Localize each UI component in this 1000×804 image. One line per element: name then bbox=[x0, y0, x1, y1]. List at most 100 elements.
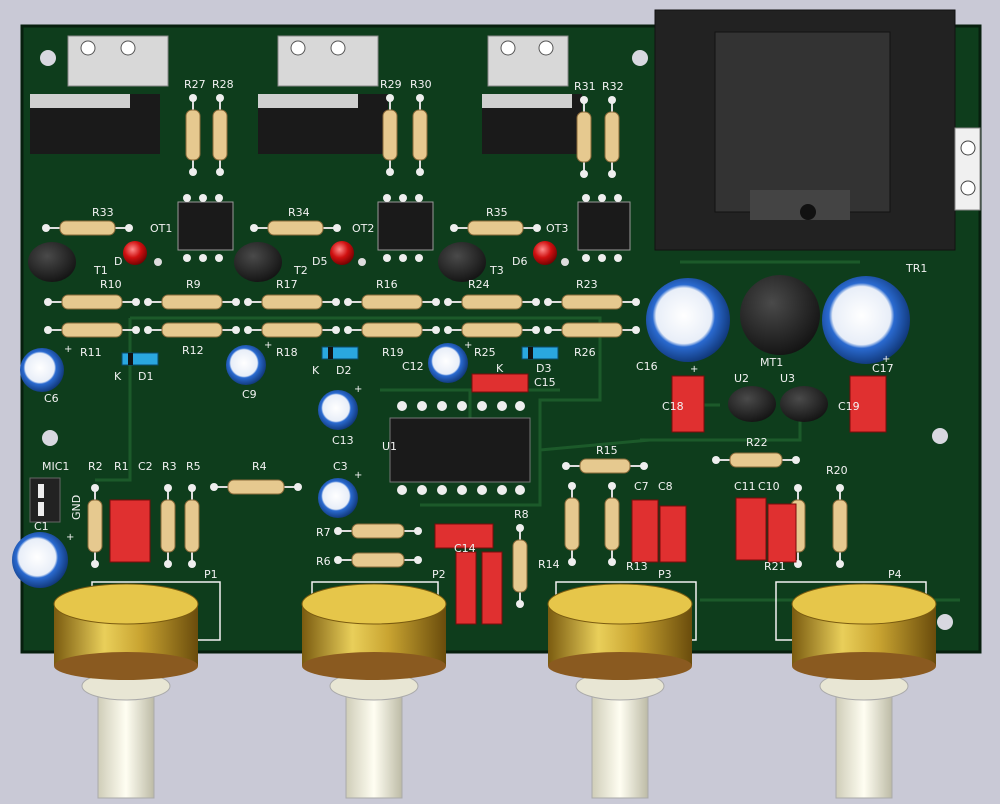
resistor-body bbox=[184, 499, 200, 553]
resistor-pad bbox=[432, 326, 440, 334]
silk-label: P3 bbox=[658, 568, 672, 581]
silk-label: R10 bbox=[100, 278, 122, 291]
silk-label: R19 bbox=[382, 346, 404, 359]
resistor-body bbox=[382, 109, 398, 161]
silk-label: C17 bbox=[872, 362, 894, 375]
resistor-pad bbox=[189, 94, 197, 102]
resistor-body bbox=[604, 497, 620, 551]
silk-label: C12 bbox=[402, 360, 424, 373]
resistor-body bbox=[161, 322, 223, 338]
silk-label: MT1 bbox=[760, 356, 783, 369]
silk-label: R3 bbox=[162, 460, 177, 473]
silk-plus: + bbox=[66, 532, 74, 543]
resistor-pad bbox=[416, 94, 424, 102]
resistor-pad bbox=[188, 484, 196, 492]
silk-label: R16 bbox=[376, 278, 398, 291]
resistor-body bbox=[267, 220, 324, 236]
resistor-pad bbox=[608, 558, 616, 566]
silk-plus: + bbox=[464, 340, 472, 351]
led-group bbox=[123, 241, 569, 266]
resistor-body bbox=[87, 499, 103, 553]
resistor-body bbox=[832, 499, 848, 553]
resistor-pad bbox=[125, 224, 133, 232]
potentiometers bbox=[53, 583, 937, 799]
silk-label: R24 bbox=[468, 278, 490, 291]
transformer-tr1 bbox=[654, 9, 981, 251]
silk-plus: + bbox=[354, 470, 362, 481]
resistor-body bbox=[576, 111, 592, 163]
resistor-pad bbox=[516, 524, 524, 532]
electrolytic-caps bbox=[12, 276, 910, 588]
silk-label: U2 bbox=[734, 372, 749, 385]
resistor-body bbox=[61, 294, 123, 310]
resistor-pad bbox=[516, 600, 524, 608]
resistor-body bbox=[579, 458, 631, 474]
resistor-pad bbox=[210, 483, 218, 491]
resistor-pad bbox=[632, 326, 640, 334]
resistor-pad bbox=[580, 96, 588, 104]
silk-label: R11 bbox=[80, 346, 102, 359]
resistor-body bbox=[461, 294, 523, 310]
resistor-body bbox=[361, 322, 423, 338]
resistor-body bbox=[61, 322, 123, 338]
transistor-group bbox=[28, 242, 486, 282]
resistor-pad bbox=[414, 556, 422, 564]
resistor-body bbox=[467, 220, 524, 236]
resistor-pad bbox=[189, 168, 197, 176]
resistor-body bbox=[161, 294, 223, 310]
silk-label: R13 bbox=[626, 560, 648, 573]
resistor-pad bbox=[416, 168, 424, 176]
silk-label: MIC1 bbox=[42, 460, 69, 473]
silk-label: R14 bbox=[538, 558, 560, 571]
silk-label: P4 bbox=[888, 568, 902, 581]
silk-label: C15 bbox=[534, 376, 556, 389]
pot-base bbox=[302, 652, 446, 680]
silk-label: P2 bbox=[432, 568, 446, 581]
silk-label: R25 bbox=[474, 346, 496, 359]
resistor-pad bbox=[450, 224, 458, 232]
silk-label: D5 bbox=[312, 255, 327, 268]
resistor-pad bbox=[164, 484, 172, 492]
opto-ic-group bbox=[177, 201, 631, 251]
silk-label: R34 bbox=[288, 206, 310, 219]
silk-label: R22 bbox=[746, 436, 768, 449]
silk-label: C3 bbox=[333, 460, 348, 473]
silk-label: D bbox=[114, 255, 122, 268]
resistor-pad bbox=[836, 560, 844, 568]
resistor-pad bbox=[44, 326, 52, 334]
pot-top bbox=[547, 583, 693, 625]
silk-label: R9 bbox=[186, 278, 201, 291]
resistor-body bbox=[604, 111, 620, 163]
resistor-pad bbox=[188, 560, 196, 568]
resistor-pad bbox=[544, 298, 552, 306]
silk-label: R35 bbox=[486, 206, 508, 219]
resistor-pad bbox=[444, 326, 452, 334]
silk-label: D1 bbox=[138, 370, 153, 383]
pot-top bbox=[791, 583, 937, 625]
resistor-pad bbox=[792, 456, 800, 464]
silk-label: U1 bbox=[382, 440, 397, 453]
resistor-body bbox=[512, 539, 528, 593]
pot-base bbox=[792, 652, 936, 680]
silk-plus: + bbox=[264, 340, 272, 351]
heatsink-regulator-2 bbox=[258, 35, 388, 154]
silk-label: R21 bbox=[764, 560, 786, 573]
silk-label: R32 bbox=[602, 80, 624, 93]
silk-plus: + bbox=[882, 354, 890, 365]
mount-mt1 bbox=[740, 275, 820, 355]
mounting-holes bbox=[40, 50, 953, 630]
pot-top bbox=[53, 583, 199, 625]
resistor-pad bbox=[144, 298, 152, 306]
resistor-pad bbox=[216, 94, 224, 102]
resistor-pad bbox=[533, 224, 541, 232]
silk-label: R6 bbox=[316, 555, 331, 568]
resistor-pad bbox=[334, 556, 342, 564]
silk-plus: + bbox=[64, 344, 72, 355]
resistor-pad bbox=[836, 484, 844, 492]
silk-label-gnd: GND bbox=[70, 495, 83, 520]
silk-label: C14 bbox=[454, 542, 476, 555]
resistor-pad bbox=[144, 326, 152, 334]
resistor-body bbox=[227, 479, 285, 495]
silk-label: D6 bbox=[512, 255, 527, 268]
